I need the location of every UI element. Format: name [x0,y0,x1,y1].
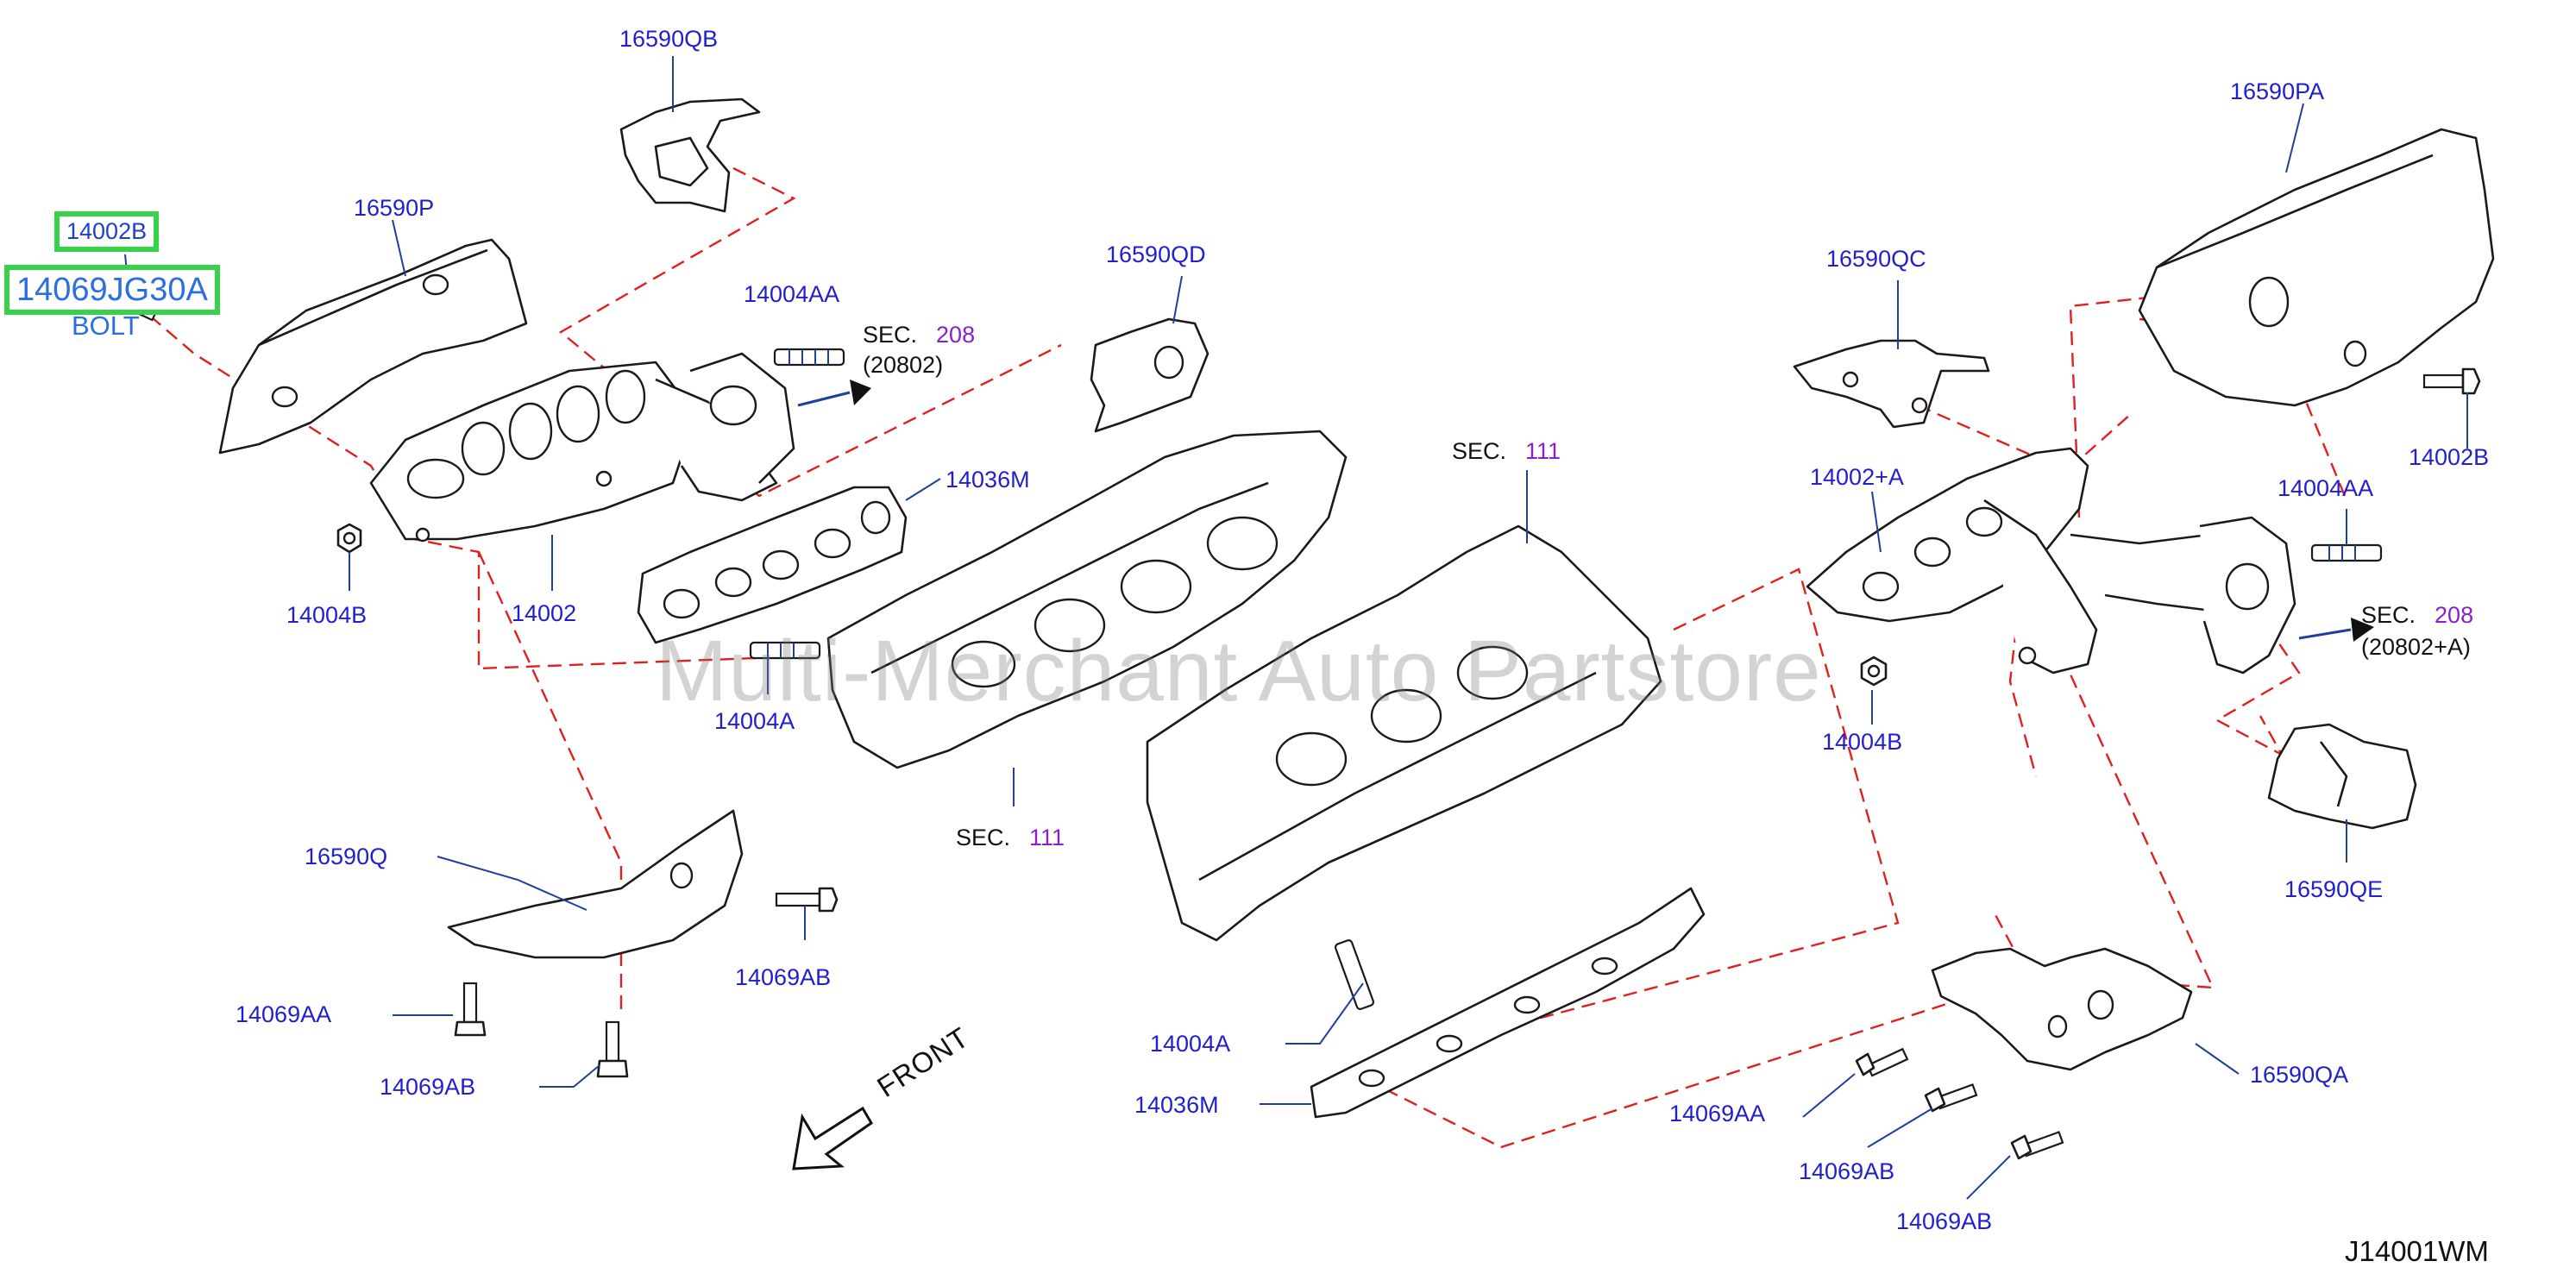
heat-shield-16590QA[interactable] [1931,947,2193,1071]
section-sub-20802A: (20802+A) [2361,634,2471,660]
diagram-code: J14001WM [2345,1235,2489,1267]
label-14002[interactable]: 14002 [512,600,577,626]
label-16590Q[interactable]: 16590Q [305,844,388,869]
stud-14004A-left[interactable] [749,641,821,660]
section-number: 111 [1029,825,1065,850]
section-prefix: SEC. [2361,602,2416,628]
label-16590QD[interactable]: 16590QD [1106,242,1206,267]
label-16590QC[interactable]: 16590QC [1826,246,1926,272]
label-14069AB-right1[interactable]: 14069AB [1799,1158,1895,1184]
label-14002B-right[interactable]: 14002B [2409,444,2490,470]
section-number: 208 [936,322,976,348]
label-14069AB-left[interactable]: 14069AB [380,1074,476,1100]
heat-shield-16590PA[interactable] [2138,128,2495,407]
section-sub-20802: (20802) [863,352,944,378]
bolt-14069AA-left[interactable] [454,982,487,1037]
arrow-sec-208-right [2298,618,2374,642]
section-ref-208-right[interactable]: SEC. 208 [2361,604,2473,627]
label-14004AA-left[interactable]: 14004AA [744,281,840,307]
bolt-14069AB-right2[interactable] [2010,1131,2064,1160]
stud-14004AA-right[interactable] [2310,543,2383,562]
bolt-14069AB-mid[interactable] [775,887,839,913]
nut-14004B-right[interactable] [1860,656,1888,687]
bolt-14002B-right[interactable] [2422,367,2481,395]
heat-shield-16590QB[interactable] [619,97,761,213]
gasket-14036M-top[interactable] [637,486,908,644]
exhaust-manifold-14002[interactable] [369,352,795,543]
label-14069AB-right2[interactable]: 14069AB [1896,1208,1993,1234]
cylinder-head-right[interactable] [1146,524,1662,942]
label-14004A-left[interactable]: 14004A [714,708,795,734]
exhaust-manifold-14002A[interactable] [1806,447,2296,675]
label-14036M-bottom[interactable]: 14036M [1134,1092,1219,1118]
section-prefix: SEC. [863,322,918,348]
label-16590QB[interactable]: 16590QB [619,26,719,52]
label-14002B-top[interactable]: 14002B [54,211,160,252]
section-number: 111 [1525,438,1561,464]
bolt-14069AA-right[interactable] [1855,1047,1909,1077]
label-14002A[interactable]: 14002+A [1810,464,1904,490]
heat-shield-16590QD[interactable] [1090,317,1209,433]
section-ref-111-top[interactable]: SEC. 111 [1452,440,1561,463]
section-prefix: SEC. [956,825,1011,850]
label-16590PA[interactable]: 16590PA [2230,78,2325,104]
label-14069JG30A[interactable]: 14069JG30A [4,265,220,315]
stud-14004A-bottom[interactable] [1334,939,1375,1010]
label-16590QA[interactable]: 16590QA [2250,1062,2349,1088]
section-number: 208 [2435,602,2474,628]
watermark: Multi-Merchant Auto Partstore [656,623,1822,719]
section-ref-208-left[interactable]: SEC. 208 [863,323,975,347]
heat-shield-16590Q[interactable] [447,809,744,959]
label-16590QE[interactable]: 16590QE [2284,876,2384,902]
heat-shield-16590QC[interactable] [1793,339,1990,429]
label-14036M-top[interactable]: 14036M [946,467,1030,493]
front-arrow-icon [792,1106,873,1170]
section-ref-111-bottom[interactable]: SEC. 111 [956,826,1065,850]
label-14069AA-right[interactable]: 14069AA [1669,1101,1766,1126]
cylinder-head-left[interactable] [826,430,1348,769]
label-14004B-right[interactable]: 14004B [1822,729,1903,755]
label-16590P[interactable]: 16590P [354,195,435,221]
gasket-14036M-bottom[interactable] [1310,887,1706,1119]
stud-14004AA-left[interactable] [773,348,845,367]
nut-14004B-left[interactable] [336,523,362,554]
heat-shield-16590QE[interactable] [2267,723,2417,830]
label-14069AA-left[interactable]: 14069AA [236,1001,332,1027]
label-14004AA-right[interactable]: 14004AA [2278,475,2374,501]
section-prefix: SEC. [1452,438,1507,464]
label-14004A-bottom[interactable]: 14004A [1150,1031,1231,1057]
label-14069AB-mid[interactable]: 14069AB [735,964,832,990]
arrow-sec-208-left [797,380,871,407]
heat-shield-16590P[interactable] [218,238,528,455]
bolt-label: BOLT [72,311,140,341]
bolt-14069AB-right1[interactable] [1924,1083,1978,1113]
bolt-14069AB-left[interactable] [596,1020,629,1078]
label-14004B-left[interactable]: 14004B [286,602,368,628]
